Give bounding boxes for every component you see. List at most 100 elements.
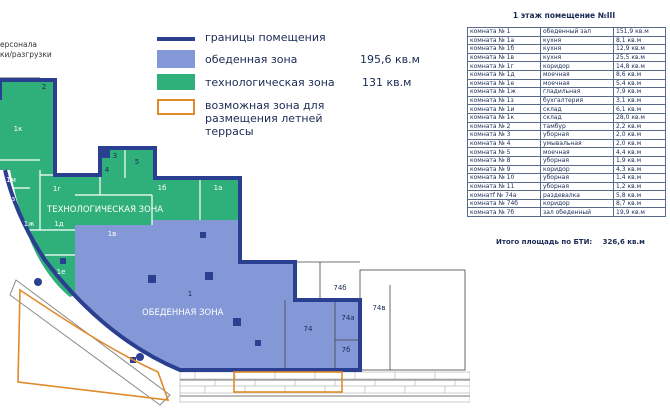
- tech-zone: [0, 80, 240, 297]
- table-cell-area: 3,1 кв.м: [613, 95, 666, 106]
- table-cell-name: раздевалка: [540, 190, 615, 200]
- table-cell-name: обеденный зал: [540, 27, 615, 37]
- table-cell-room: комната № 74б: [466, 198, 542, 209]
- legend-terrace-label: возможная зона для размещения летней тер…: [205, 99, 325, 138]
- room-label-74v: 74в: [372, 304, 385, 312]
- legend-tech-label: технологическая зона: [205, 76, 335, 89]
- room-labels: 2 1к 1м 1з 1г 1ж 1д 1е 3 4 5 1б 1а 1в 1 …: [6, 83, 385, 354]
- table-cell-area: 14,8 кв.м: [613, 61, 666, 71]
- table-cell-room: комната № 11: [466, 181, 542, 192]
- dining-zone-label: ОБЕДЕННАЯ ЗОНА: [142, 308, 224, 318]
- room-label-74b: 74б: [333, 284, 346, 292]
- table-cell-name: зал обеденный: [540, 207, 615, 218]
- legend-dining-swatch: [157, 50, 195, 68]
- dining-zone: [75, 220, 360, 370]
- table-cell-name: коридор: [540, 164, 615, 175]
- table-cell-room: комната № 8: [466, 155, 542, 166]
- table-cell-area: 4,3 кв.м: [613, 164, 666, 175]
- table-cell-room: комната № 3: [466, 130, 542, 140]
- table-cell-area: 1,9 кв.м: [613, 155, 666, 166]
- table-cell-room: комната № 1и: [466, 104, 542, 114]
- room-label-1b: 1б: [158, 184, 167, 192]
- table-cell-name: моечная: [540, 147, 615, 157]
- legend-border-label: границы помещения: [205, 31, 326, 44]
- legend-dining-value: 195,6 кв.м: [360, 53, 420, 66]
- legend-dining-label: обеденная зона: [205, 53, 298, 66]
- table-cell-name: гладильная: [540, 87, 615, 97]
- legend-tech-value: 131 кв.м: [362, 76, 412, 89]
- table-cell-area: 5,4 кв.м: [613, 78, 666, 89]
- table-cell-name: уборная: [540, 181, 615, 192]
- table-cell-room: комната № 4: [466, 138, 542, 149]
- table-cell-area: 151,9 кв.м: [613, 27, 666, 37]
- table-cell-area: 28,0 кв.м: [613, 112, 666, 123]
- table-cell-name: уборная: [540, 130, 615, 140]
- tech-zone-label: ТЕХНОЛОГИЧЕСКАЯ ЗОНА: [46, 205, 163, 215]
- table-cell-area: 4,4 кв.м: [613, 147, 666, 157]
- table-cell-name: тамбур: [540, 121, 615, 132]
- table-cell-area: 2,2 кв.м: [613, 121, 666, 132]
- legend-terrace-swatch: [157, 99, 195, 115]
- table-cell-area: 8,7 кв.м: [613, 198, 666, 209]
- table-cell-area: 1,4 кв.м: [613, 173, 666, 183]
- room-label-1d: 1д: [54, 220, 63, 228]
- table-cell-room: комната № 1: [466, 27, 542, 37]
- table-cell-area: 2,0 кв.м: [613, 138, 666, 149]
- terrace-zone-bottom: [233, 371, 343, 393]
- table-cell-area: 25,5 кв.м: [613, 52, 666, 63]
- table-cell-area: 7,9 кв.м: [613, 87, 666, 97]
- room-label-4: 4: [105, 166, 110, 174]
- table-cell-room: комната № 1з: [466, 95, 542, 106]
- total-value: 326,6 кв.м: [602, 238, 645, 246]
- room-label-1g: 1г: [53, 185, 61, 193]
- table-cell-name: коридор: [540, 61, 615, 71]
- table-cell-name: бухгалтерия: [540, 95, 615, 106]
- table-cell-room: комната № 2: [466, 121, 542, 132]
- table-cell-room: комната № 1д: [466, 69, 542, 80]
- table-cell-name: моечная: [540, 78, 615, 89]
- table-cell-room: комната № 1ж: [466, 87, 542, 97]
- table-cell-room: комната № 1б: [466, 44, 542, 54]
- room-label-1zh: 1ж: [24, 220, 35, 228]
- table-title: 1 этаж помещение №III: [512, 11, 616, 20]
- table-cell-room: комната № 10: [466, 173, 542, 183]
- room-label-1m: 1м: [6, 176, 16, 184]
- room-label-7b: 7б: [342, 346, 351, 354]
- total-area: Итого площадь по БТИ: 326,6 кв.м: [496, 238, 645, 246]
- table-cell-area: 1,2 кв.м: [613, 181, 666, 192]
- table-cell-area: 12,9 кв.м: [613, 44, 666, 54]
- terrace-zone-left: [17, 288, 170, 401]
- table-cell-room: комната № 1в: [466, 52, 542, 63]
- legend-tech-swatch: [157, 74, 195, 90]
- room-label-3: 3: [113, 152, 117, 160]
- table-cell-area: 2,0 кв.м: [613, 130, 666, 140]
- room-label-74: 74: [304, 325, 313, 333]
- total-label: Итого площадь по БТИ:: [496, 238, 593, 246]
- table-cell-room: комната № 1а: [466, 35, 542, 46]
- floor-plan: ерсонала ки/разгрузки: [0, 40, 470, 406]
- plan-note-line-2: ки/разгрузки: [0, 50, 52, 59]
- table-cell-room: комната № 1г: [466, 61, 542, 71]
- table-cell-area: 6,1 кв.м: [613, 104, 666, 114]
- table-cell-room: комната № 7б: [466, 207, 542, 218]
- plan-note-line-1: ерсонала: [0, 40, 37, 49]
- room-label-1v: 1в: [108, 230, 117, 238]
